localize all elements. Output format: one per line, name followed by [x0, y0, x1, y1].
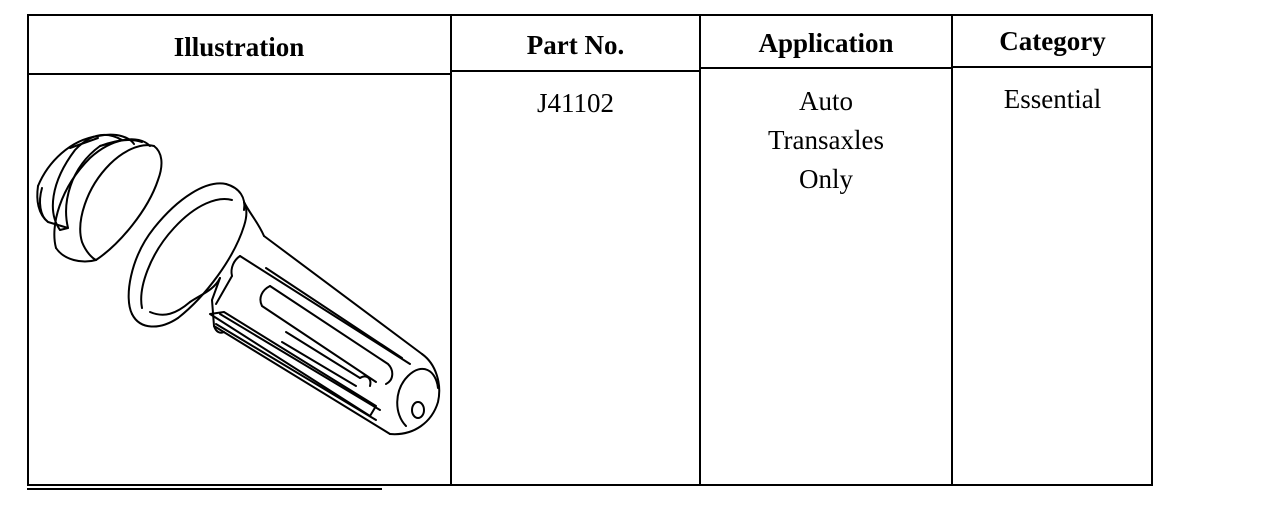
column-divider — [951, 14, 953, 486]
transaxle-tool-illustration — [36, 133, 441, 436]
header-divider — [952, 66, 1153, 68]
part-number-cell: J41102 — [536, 88, 614, 118]
header-category: Category — [999, 26, 1106, 56]
header-illustration: Illustration — [173, 32, 305, 62]
application-line: Auto — [799, 86, 853, 116]
column-divider — [450, 14, 452, 486]
category-cell: Essential — [1003, 84, 1102, 114]
header-part-no: Part No. — [526, 30, 625, 60]
header-application: Application — [758, 28, 894, 58]
tool-table — [27, 14, 1153, 486]
header-divider — [27, 73, 451, 75]
header-divider — [700, 67, 952, 69]
column-divider — [699, 14, 701, 486]
application-line: Transaxles — [767, 125, 884, 155]
bottom-rule — [27, 488, 382, 490]
header-divider — [451, 70, 700, 72]
application-cell: Auto Transaxles Only — [700, 82, 952, 199]
application-line: Only — [799, 164, 853, 194]
